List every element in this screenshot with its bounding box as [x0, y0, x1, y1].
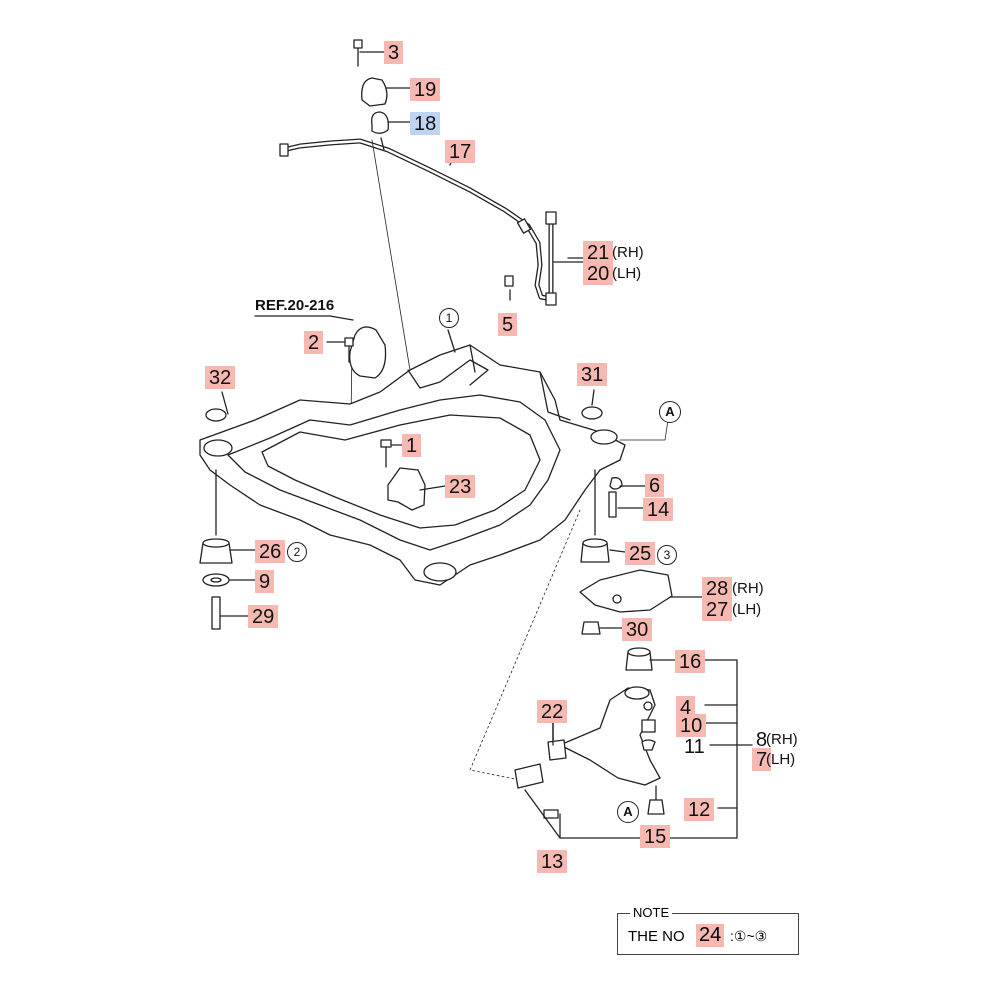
rear-mount-bracket [579, 569, 673, 635]
stabilizer-bar [279, 138, 555, 302]
part-label-12[interactable]: 12 [684, 798, 715, 821]
lower-control-arm [514, 647, 738, 839]
part-label-18-selected[interactable]: 18 [410, 112, 441, 135]
part-side-8: (RH) [766, 731, 798, 748]
part-label-14[interactable]: 14 [643, 498, 674, 521]
part-label-21[interactable]: 21 [583, 241, 614, 264]
part-label-32[interactable]: 32 [205, 366, 236, 389]
rear-bracket [380, 439, 426, 511]
part-label-31[interactable]: 31 [577, 363, 608, 386]
part-label-4[interactable]: 4 [676, 696, 696, 719]
subframe [199, 344, 626, 586]
part-side-28: (RH) [732, 580, 764, 597]
note-number[interactable]: 24 [696, 924, 725, 947]
part-label-3[interactable]: 3 [384, 41, 404, 64]
part-side-27: (LH) [732, 601, 762, 618]
part-label-27[interactable]: 27 [702, 598, 733, 621]
part-label-17[interactable]: 17 [445, 140, 476, 163]
part-label-22[interactable]: 22 [537, 700, 568, 723]
part-label-8[interactable]: 8 [756, 729, 768, 751]
circled-marker-1: 1 [439, 308, 459, 328]
circled-marker-a-bottom: A [617, 801, 639, 823]
part-side-20: (LH) [612, 265, 642, 282]
part-label-25[interactable]: 25 [625, 542, 656, 565]
part-label-6[interactable]: 6 [645, 474, 665, 497]
part-label-29[interactable]: 29 [248, 605, 279, 628]
part-side-21: (RH) [612, 244, 644, 261]
part-label-23[interactable]: 23 [445, 475, 476, 498]
part-label-11[interactable]: 11 [684, 736, 705, 758]
stabilizer-link [504, 211, 584, 306]
note-title: NOTE [630, 905, 673, 920]
circled-ref-26: 2 [287, 542, 307, 562]
note-box: NOTE THE NO 24 :①~③ [617, 905, 799, 955]
part-label-1[interactable]: 1 [402, 434, 422, 457]
part-label-20[interactable]: 20 [583, 262, 614, 285]
circled-marker-a-top: A [659, 401, 681, 423]
part-label-16[interactable]: 16 [675, 650, 706, 673]
part-label-15[interactable]: 15 [640, 825, 671, 848]
part-label-10[interactable]: 10 [676, 714, 707, 737]
note-text: THE NO [628, 928, 685, 945]
upper-mount [344, 326, 387, 379]
part-label-7[interactable]: 7 [752, 748, 772, 771]
part-side-7: (LH) [766, 751, 796, 768]
part-label-30[interactable]: 30 [622, 618, 653, 641]
part-label-9[interactable]: 9 [255, 570, 275, 593]
right-mount-stack [580, 406, 623, 563]
note-range: :①~③ [730, 928, 768, 944]
circled-ref-25: 3 [657, 545, 677, 565]
bracket-assembly [353, 39, 389, 151]
part-label-19[interactable]: 19 [410, 78, 441, 101]
part-label-13[interactable]: 13 [537, 850, 568, 873]
part-label-28[interactable]: 28 [702, 577, 733, 600]
part-label-26[interactable]: 26 [255, 540, 286, 563]
part-label-5[interactable]: 5 [498, 313, 518, 336]
part-label-2[interactable]: 2 [304, 331, 324, 354]
left-mount-stack [199, 408, 233, 630]
reference-label: REF.20-216 [255, 297, 335, 314]
